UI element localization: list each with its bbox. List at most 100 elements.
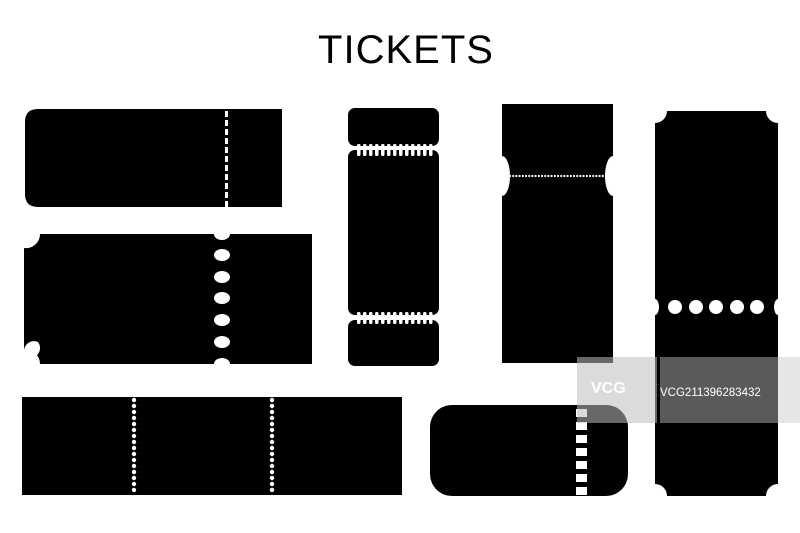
perforation-mark [560,174,563,178]
perforation-mark [131,469,137,475]
watermark-code: VCG211396283432 [660,387,761,399]
perforation-mark [225,165,228,171]
perforation-mark [225,183,228,189]
perforation-mark [572,174,576,178]
perforation-mark [576,174,579,178]
perforation-mark [131,397,137,403]
perforation-mark [214,292,230,304]
perforation-mark [709,300,723,314]
perforation-mark [214,314,230,326]
perforation-mark [423,144,427,156]
perforation-mark [592,174,595,178]
perforation-mark [225,138,228,144]
perforation-mark [131,415,137,421]
perforation-mark [375,144,379,156]
perforation-mark [225,156,228,162]
perforation-mark [269,469,275,475]
perforation-mark [750,300,764,314]
perforation-mark [375,312,379,324]
perforation-mark [550,174,553,178]
perforation-mark [381,312,385,324]
perforation-mark [269,421,275,427]
perforation-mark [595,174,598,178]
perforation-mark [269,403,275,409]
perforation-mark [556,174,560,178]
perforation-mark [225,111,228,117]
perforation-mark [429,312,433,324]
ticket-5-perforation [508,174,608,178]
perforation-mark [269,451,275,457]
perforation-mark [225,129,228,135]
ticket-4-perforation [357,144,433,324]
perforation-mark [508,174,512,178]
perforation-mark [534,174,537,178]
perforation-mark [269,433,275,439]
perforation-mark [515,174,518,178]
perforation-mark [131,421,137,427]
perforation-mark [576,487,587,495]
perforation-mark [381,144,385,156]
perforation-mark [518,174,521,178]
perforation-mark [225,174,228,180]
perforation-mark [387,312,391,324]
perforation-mark [269,415,275,421]
ticket-7 [643,99,790,508]
ticket-6 [430,405,628,496]
ticket-3-perforation [131,397,275,493]
perforation-mark [214,228,230,240]
perforation-mark [588,174,592,178]
perforation-mark [563,174,566,178]
perforation-mark [131,433,137,439]
perforation-mark [269,439,275,445]
watermark-code-box: VCG211396283432 [660,357,800,423]
perforation-mark [363,144,367,156]
perforation-mark [576,448,587,456]
perforation-mark [423,312,427,324]
perforation-mark [601,174,604,178]
perforation-mark [357,312,361,324]
perforation-mark [528,174,531,178]
perforation-mark [214,358,230,370]
perforation-mark [524,174,528,178]
perforation-mark [269,397,275,403]
perforation-mark [131,439,137,445]
perforation-mark [576,422,587,430]
ticket-5 [494,104,621,363]
perforation-mark [576,474,587,482]
perforation-mark [269,463,275,469]
perforation-mark [225,201,228,207]
ticket-2-perforation [214,228,230,370]
perforation-mark [417,144,421,156]
perforation-mark [569,174,572,178]
perforation-mark [131,475,137,481]
ticket-1 [25,109,282,207]
perforation-mark [576,435,587,443]
perforation-mark [269,427,275,433]
perforation-mark [399,144,403,156]
perforation-mark [566,174,569,178]
perforation-mark [131,463,137,469]
perforation-mark [269,487,275,493]
perforation-mark [521,174,524,178]
perforation-mark [131,409,137,415]
perforation-mark [411,144,415,156]
perforation-mark [131,445,137,451]
perforation-mark [730,300,744,314]
perforation-mark [417,312,421,324]
perforation-mark [131,451,137,457]
perforation-mark [363,312,367,324]
perforation-mark [131,487,137,493]
perforation-mark [689,300,703,314]
perforation-mark [214,271,230,283]
perforation-mark [214,249,230,261]
perforation-mark [369,312,373,324]
perforation-mark [411,312,415,324]
perforation-mark [214,336,230,348]
perforation-mark [369,144,373,156]
perforation-mark [576,461,587,469]
perforation-mark [131,481,137,487]
ticket-7-perforation [668,300,764,314]
perforation-mark [225,192,228,198]
perforation-mark [668,300,682,314]
